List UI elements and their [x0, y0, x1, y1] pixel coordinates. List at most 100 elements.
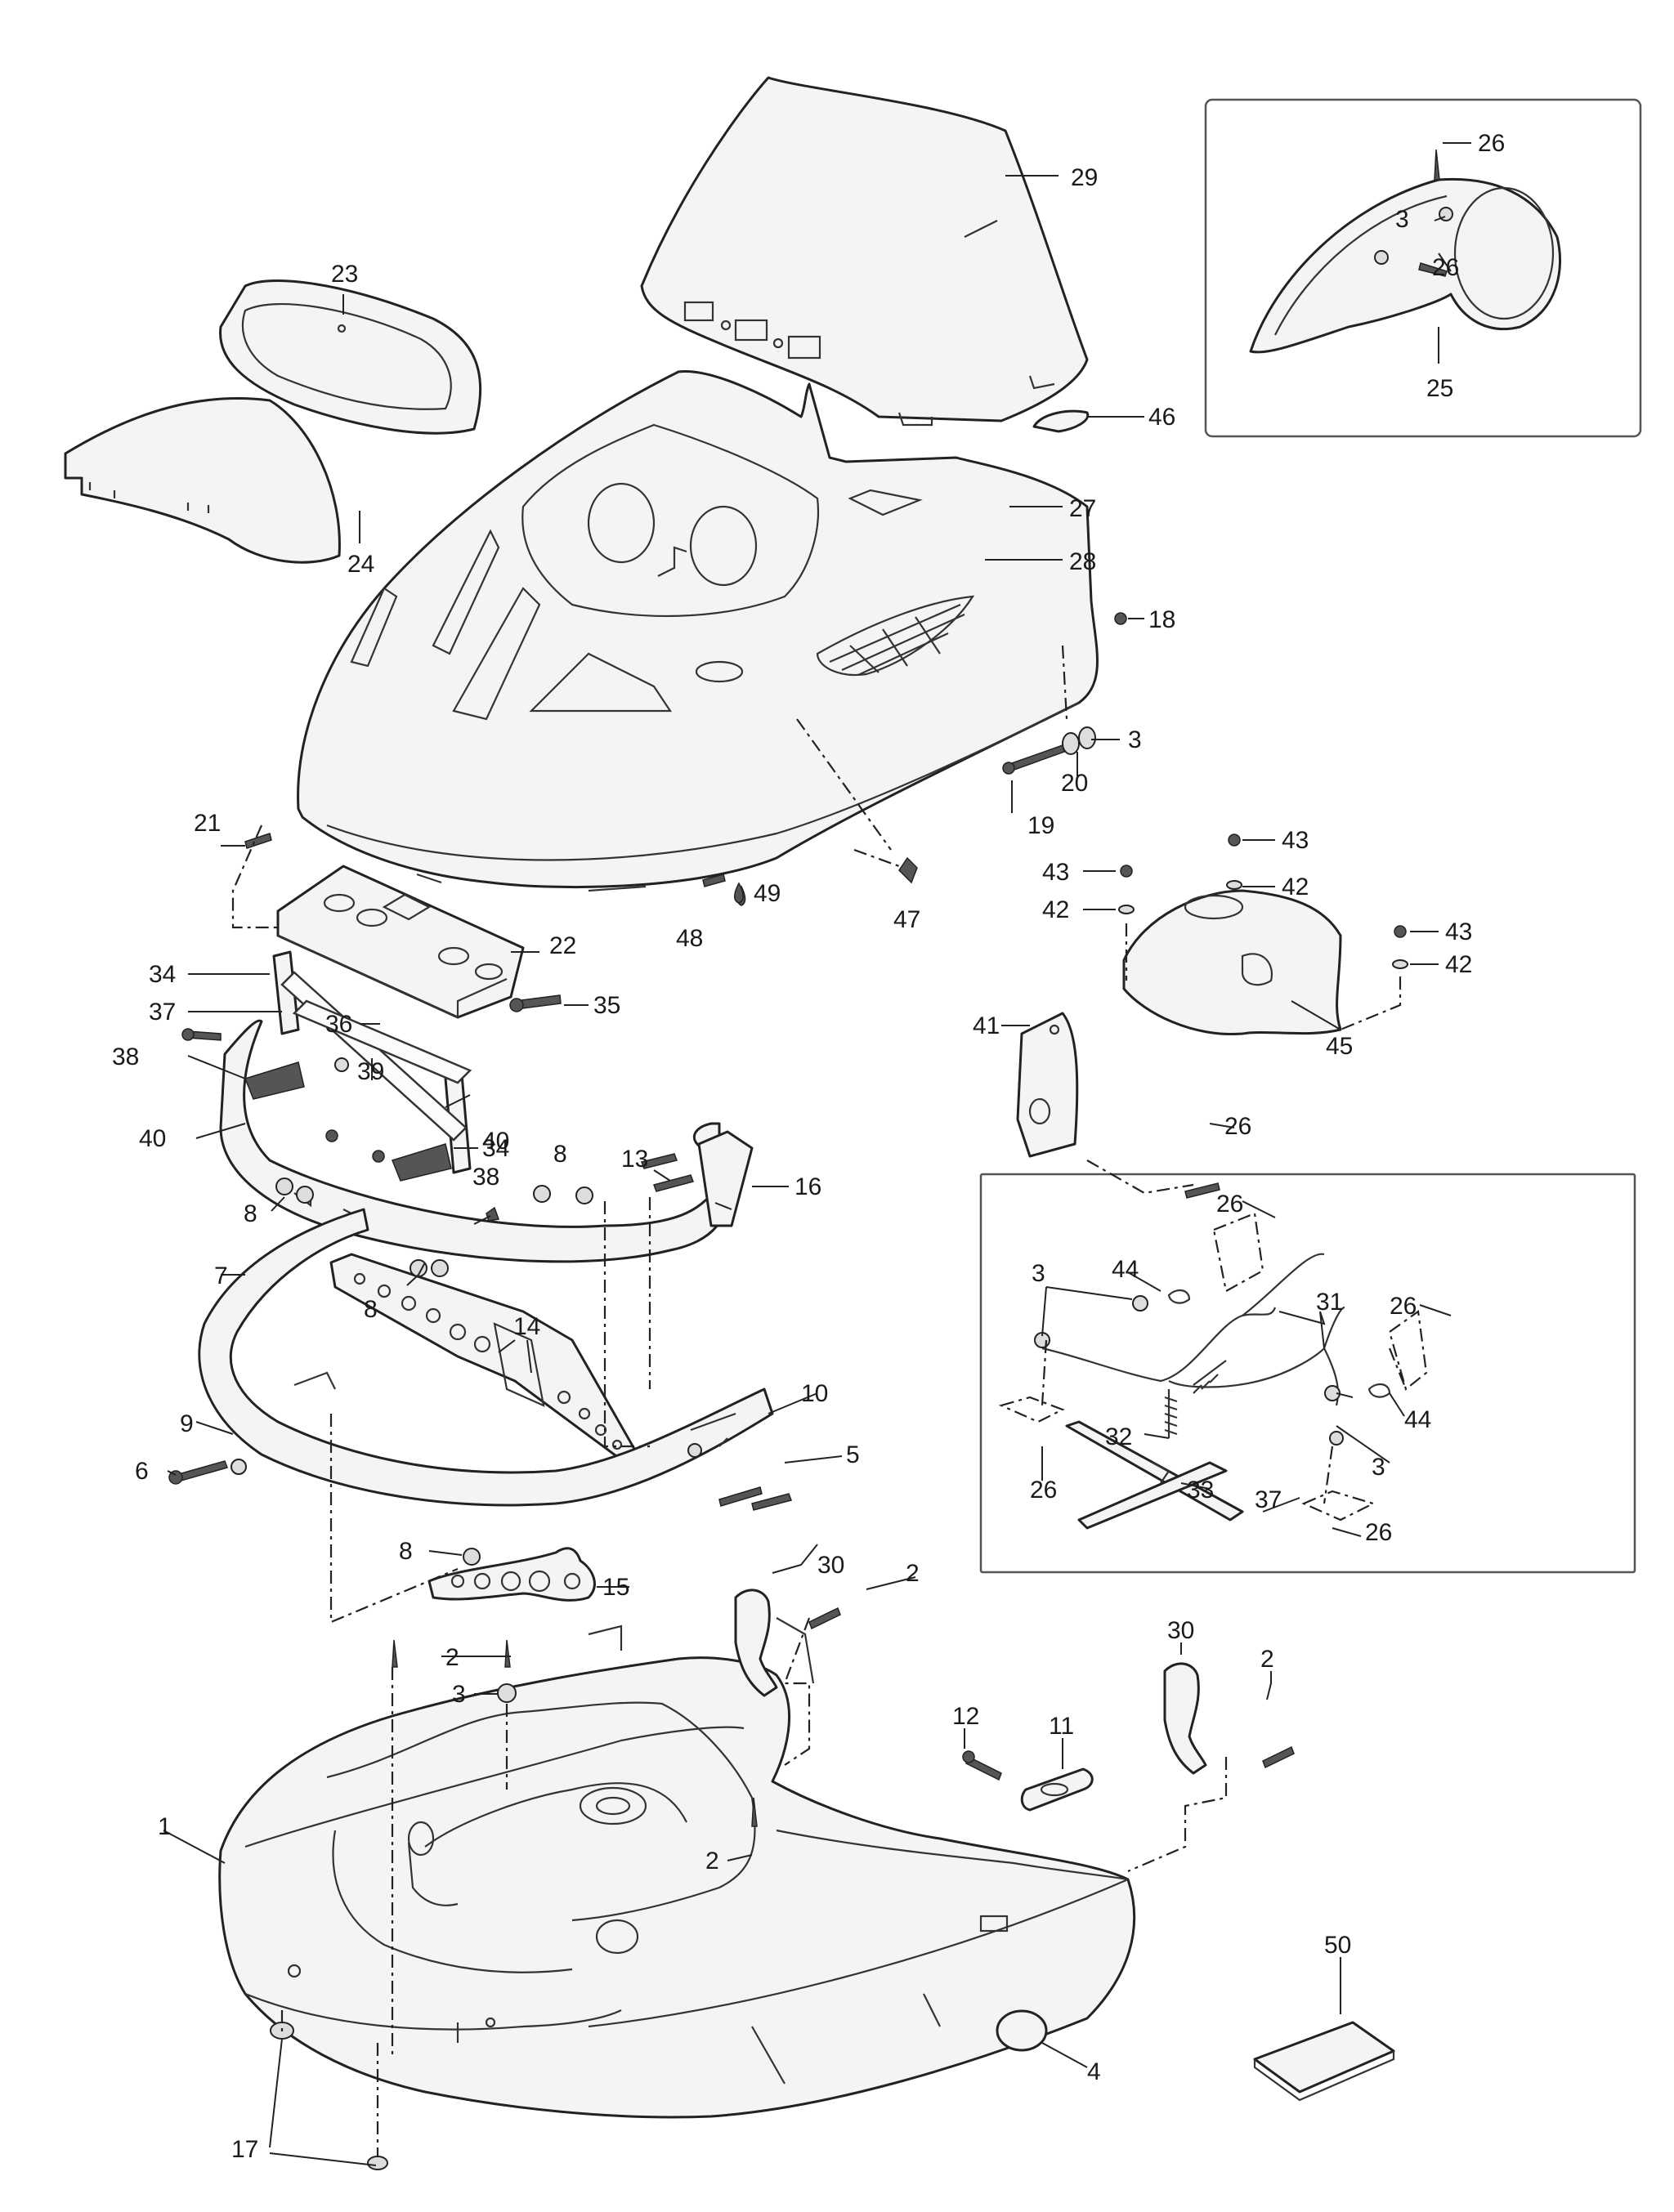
callout-38b: 38 [472, 1164, 499, 1191]
inset-frame-top [1204, 98, 1642, 438]
callout-41: 41 [973, 1012, 1000, 1039]
part-bracket-41 [1016, 1012, 1079, 1158]
callout-38a: 38 [112, 1043, 139, 1070]
part-bracket-15 [427, 1547, 596, 1602]
callout-12: 12 [952, 1703, 979, 1730]
callout-2a: 2 [906, 1560, 920, 1587]
callout-26b: 26 [1432, 254, 1459, 281]
part-bottom-pan [218, 1617, 1136, 2119]
callout-43a: 43 [1282, 827, 1309, 854]
callout-49: 49 [754, 880, 781, 907]
callout-39: 39 [357, 1058, 384, 1085]
callout-6: 6 [135, 1458, 149, 1485]
part-trim-23 [219, 279, 482, 435]
part-bracket-30-left [734, 1589, 778, 1697]
callout-9: 9 [180, 1410, 194, 1437]
callout-22: 22 [549, 932, 576, 959]
callout-37: 37 [149, 999, 176, 1026]
callout-2c: 2 [445, 1644, 459, 1671]
callout-18: 18 [1148, 606, 1175, 633]
part-beam-14 [329, 1253, 639, 1464]
leader-lines [163, 142, 1471, 2166]
callout-labels: 29 23 24 27 28 46 18 3 19 20 21 22 35 34… [112, 130, 1505, 2163]
callout-44b: 44 [1404, 1406, 1431, 1433]
callout-42b: 42 [1042, 896, 1069, 923]
callout-24: 24 [347, 551, 374, 578]
part-panel-24 [64, 397, 341, 564]
callout-2b: 2 [1260, 1646, 1274, 1673]
callout-42c: 42 [1445, 951, 1472, 978]
callout-37b: 37 [1255, 1486, 1282, 1513]
callout-1: 1 [158, 1813, 172, 1840]
part-label-50 [1253, 2021, 1395, 2102]
assembly-lines [231, 645, 1408, 2157]
part-windshield [640, 76, 1089, 427]
callout-26f: 26 [1030, 1477, 1057, 1504]
callout-4: 4 [1087, 2058, 1101, 2085]
part-hood [297, 370, 1099, 892]
part-bracket-30-right [1163, 1662, 1207, 1775]
callout-21: 21 [194, 810, 221, 837]
callout-26c: 26 [1224, 1113, 1251, 1140]
callout-3c: 3 [1395, 206, 1409, 233]
hardware [168, 149, 1448, 2170]
part-bracket-22 [276, 865, 525, 1019]
callout-13: 13 [621, 1146, 648, 1173]
callout-3b: 3 [452, 1681, 466, 1708]
callout-45: 45 [1326, 1033, 1353, 1060]
callout-44a: 44 [1112, 1256, 1139, 1283]
callout-29: 29 [1071, 164, 1098, 191]
callout-23: 23 [331, 261, 358, 288]
callout-32: 32 [1105, 1423, 1132, 1450]
part-cap-4 [996, 2009, 1048, 2052]
callout-26d: 26 [1216, 1191, 1243, 1218]
part-cover-45 [1122, 889, 1342, 1036]
callout-25: 25 [1426, 375, 1453, 402]
callout-5: 5 [846, 1441, 860, 1468]
callout-15: 15 [602, 1574, 629, 1601]
part-clip-46 [1032, 409, 1090, 433]
callout-11: 11 [1049, 1713, 1074, 1740]
callout-8a: 8 [553, 1141, 567, 1168]
callout-20: 20 [1061, 770, 1088, 797]
callout-19: 19 [1027, 812, 1054, 839]
callout-7: 7 [214, 1262, 228, 1289]
callout-50: 50 [1324, 1932, 1351, 1959]
callout-47: 47 [893, 906, 920, 933]
callout-8c: 8 [364, 1296, 378, 1323]
callout-42a: 42 [1282, 874, 1309, 900]
callout-40a: 40 [139, 1125, 166, 1152]
callout-3d: 3 [1032, 1260, 1045, 1287]
callout-34a: 34 [149, 961, 176, 988]
callout-28: 28 [1069, 548, 1096, 575]
callout-36: 36 [325, 1011, 352, 1038]
callout-8b: 8 [244, 1200, 257, 1227]
callout-33: 33 [1187, 1477, 1214, 1504]
part-linkage-31-37 [998, 1212, 1428, 1530]
callout-43c: 43 [1445, 918, 1472, 945]
part-bumper-7 [198, 1208, 774, 1507]
callout-26e: 26 [1390, 1293, 1417, 1320]
callout-34b: 34 [482, 1135, 509, 1162]
callout-3e: 3 [1372, 1454, 1385, 1481]
callout-30b: 30 [1167, 1617, 1194, 1644]
callout-48: 48 [676, 925, 703, 952]
callout-26a: 26 [1478, 130, 1505, 157]
callout-31: 31 [1316, 1289, 1343, 1316]
drop-icon [734, 882, 744, 904]
callout-40b: 40 [482, 1128, 509, 1155]
callout-8d: 8 [399, 1538, 413, 1565]
callout-35: 35 [593, 992, 620, 1019]
part-plate-11 [1020, 1767, 1094, 1812]
callout-3: 3 [1128, 726, 1142, 753]
callout-17: 17 [231, 2136, 258, 2163]
callout-10: 10 [801, 1380, 828, 1407]
callout-46: 46 [1148, 404, 1175, 431]
callout-26g: 26 [1365, 1519, 1392, 1546]
callout-27: 27 [1069, 495, 1096, 522]
callout-43b: 43 [1042, 859, 1069, 886]
inset-frame-middle [979, 1173, 1636, 1574]
callout-30a: 30 [817, 1552, 844, 1579]
callout-16: 16 [794, 1173, 821, 1200]
